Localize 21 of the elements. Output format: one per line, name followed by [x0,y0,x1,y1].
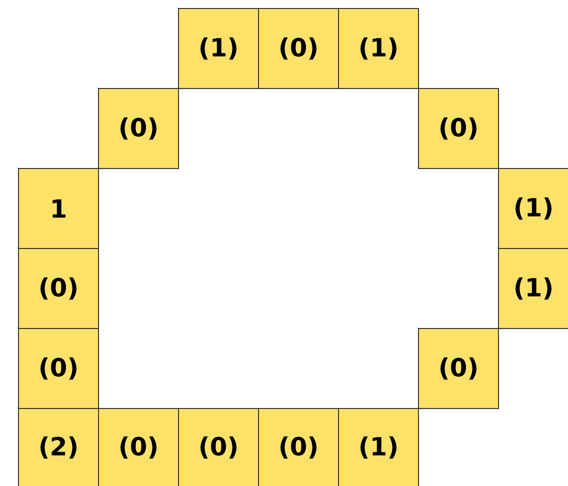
number-cell: (0) [258,408,339,486]
number-cell: (1) [498,248,568,329]
number-cell: (1) [338,408,419,486]
number-cell: (0) [178,408,259,486]
node-label: (0) [200,436,236,459]
number-cell: (0) [98,408,179,486]
number-cell: (0) [418,88,499,169]
number-cell: (0) [18,248,99,329]
number-cell: (1) [498,168,568,249]
number-cell: (0) [18,328,99,409]
number-cell: (0) [258,8,339,89]
node-label: (1) [516,197,552,220]
number-cell: 1 [18,168,99,249]
node-label: (0) [120,436,156,459]
number-cell: (0) [418,328,499,409]
number-cell: (0) [98,88,179,169]
node-label: (2) [40,436,76,459]
number-cell: (1) [338,8,419,89]
node-label: (1) [360,436,396,459]
number-cell: (1) [178,8,259,89]
number-cell: (2) [18,408,99,486]
